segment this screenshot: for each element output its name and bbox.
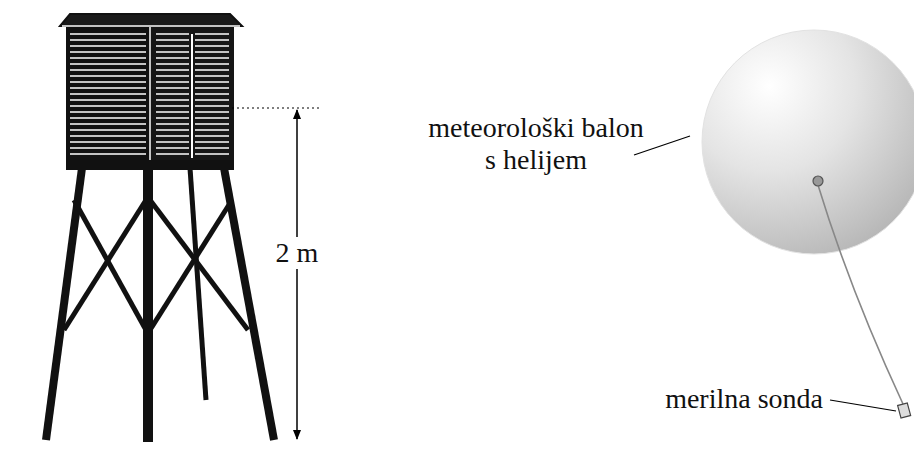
louver-slat (70, 147, 146, 149)
weather-screen (46, 14, 274, 442)
louver-slat (70, 135, 146, 137)
louver-slat (70, 57, 146, 59)
louver-slat (156, 33, 189, 35)
measuring-probe (898, 403, 911, 418)
leader-line (830, 400, 896, 411)
louver-slat (156, 99, 189, 101)
louver-slat (195, 57, 229, 59)
screen-base (66, 160, 234, 170)
louver-slat (70, 63, 146, 65)
louver-slat (195, 123, 229, 125)
louver-slat (195, 45, 229, 47)
louver-slat (156, 75, 189, 77)
dimension-arrow (296, 110, 298, 439)
callout-label: merilna sonda (665, 383, 823, 415)
louver-slat (156, 123, 189, 125)
balloon-envelope (702, 30, 914, 254)
louver-slat (156, 93, 189, 95)
louver-slat (70, 81, 146, 83)
louver-slat (195, 129, 229, 131)
louver-slat (195, 81, 229, 83)
louver-slat (70, 141, 146, 143)
dimension-label: 2 m (272, 237, 323, 269)
louver-slat (156, 39, 189, 41)
louver-slat (195, 63, 229, 65)
louver-slat (195, 147, 229, 149)
louver-slat (156, 117, 189, 119)
louver-slat (156, 153, 189, 155)
louver-slat (70, 99, 146, 101)
louver-slat (70, 51, 146, 53)
screen-corner (149, 27, 151, 168)
louvers (70, 34, 229, 154)
louver-slat (195, 117, 229, 119)
louver-slat (70, 111, 146, 113)
louver-slat (156, 135, 189, 137)
louver-slat (195, 111, 229, 113)
louver-slat (70, 153, 146, 155)
louver-slat (156, 141, 189, 143)
louver-slat (156, 63, 189, 65)
screen-right-face (150, 27, 234, 167)
balloon-knot (813, 176, 823, 186)
louver-slat (70, 87, 146, 89)
dimension-guide (232, 107, 322, 108)
louver-slat (195, 141, 229, 143)
louver-slat (156, 57, 189, 59)
louver-slat (156, 87, 189, 89)
louver-slat (195, 135, 229, 137)
louver-slat (195, 33, 229, 35)
louver-slat (70, 123, 146, 125)
callout-label: meteorološki balon s helijem (425, 112, 647, 176)
screen-roof (60, 14, 242, 26)
louver-slat (195, 99, 229, 101)
screen-box (60, 14, 242, 170)
louver-slat (195, 93, 229, 95)
louver-slat (70, 75, 146, 77)
louver-slat (195, 87, 229, 89)
louver-slat (195, 105, 229, 107)
balloon-string (818, 185, 903, 404)
screen-left-face (66, 27, 150, 167)
louver-slat (70, 93, 146, 95)
louver-slat (70, 129, 146, 131)
louver-slat (156, 51, 189, 53)
louver-slat (156, 105, 189, 107)
louver-slat (70, 69, 146, 71)
louver-slat (156, 111, 189, 113)
louver-slat (156, 81, 189, 83)
louver-slat (195, 153, 229, 155)
louver-slat (195, 69, 229, 71)
weather-balloon (702, 30, 914, 418)
door-split (191, 34, 193, 158)
louver-slat (156, 69, 189, 71)
louver-slat (70, 39, 146, 41)
louver-slat (195, 75, 229, 77)
louver-slat (156, 129, 189, 131)
louver-slat (195, 51, 229, 53)
louver-slat (70, 33, 146, 35)
louver-slat (195, 39, 229, 41)
louver-slat (70, 117, 146, 119)
louver-slat (156, 45, 189, 47)
roof-edge (62, 25, 240, 27)
screen-legs (46, 168, 274, 442)
louver-slat (70, 105, 146, 107)
louver-slat (156, 147, 189, 149)
louver-slat (70, 45, 146, 47)
